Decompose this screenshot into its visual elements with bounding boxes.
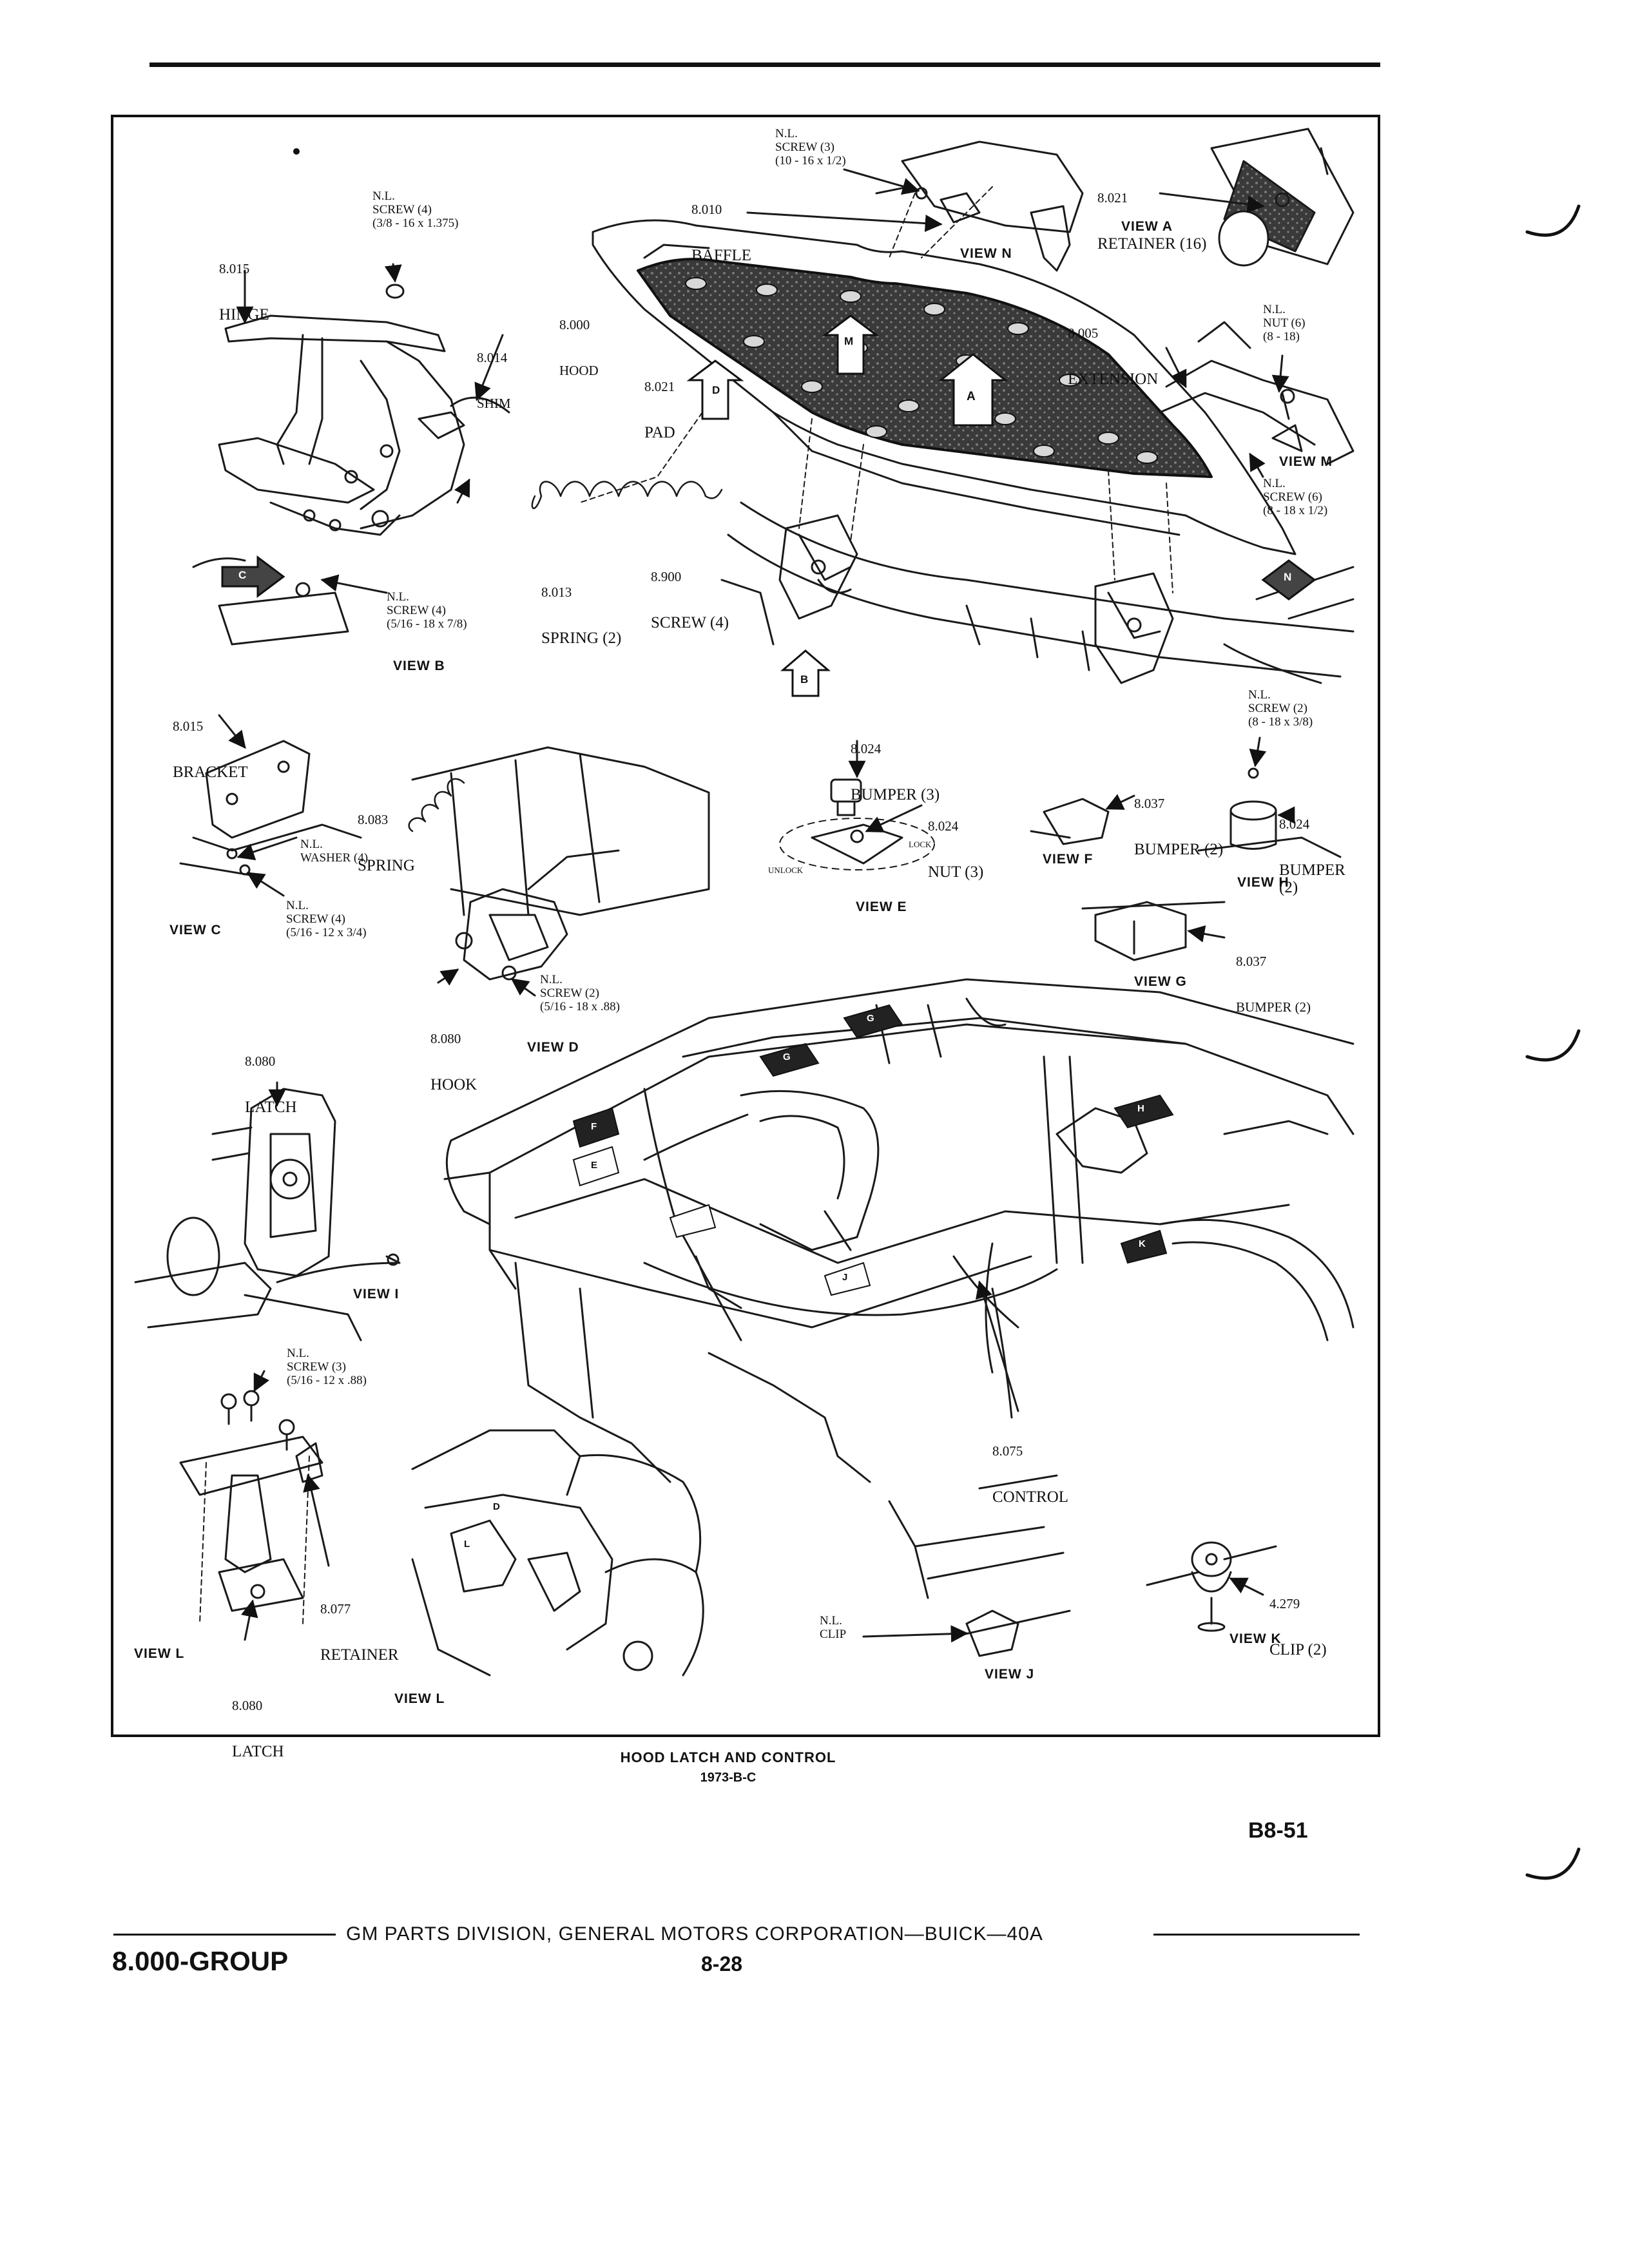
label-control: 8.075 CONTROL bbox=[992, 1443, 1069, 1506]
view-g-drawing bbox=[1081, 901, 1226, 961]
view-label-l-bottom: VIEW L bbox=[394, 1691, 445, 1706]
view-b-drawing bbox=[192, 557, 349, 646]
view-label-m: VIEW M bbox=[1279, 454, 1333, 469]
label-latch-view-l: 8.080 LATCH bbox=[232, 1698, 284, 1761]
footer-page-number: 8-28 bbox=[701, 1952, 743, 1975]
label-pad: 8.021 PAD bbox=[644, 379, 675, 442]
callout-f: F bbox=[591, 1121, 598, 1132]
view-m-drawing bbox=[1159, 321, 1354, 465]
view-f-drawing bbox=[1030, 798, 1110, 845]
nl-screw-view-l: N.L. SCREW (3) (5/16 - 12 x .88) bbox=[287, 1347, 367, 1387]
spring-2-drawing bbox=[531, 481, 723, 510]
unlock-label: UNLOCK bbox=[768, 865, 804, 875]
label-retainer-view-l: 8.077 RETAINER bbox=[320, 1601, 399, 1664]
view-j-drawing bbox=[888, 1474, 1071, 1657]
callout-e: E bbox=[591, 1160, 599, 1171]
callout-m: M bbox=[844, 335, 854, 347]
view-a-drawing bbox=[1210, 128, 1354, 267]
view-i-drawing bbox=[134, 1088, 401, 1341]
view-c-drawing bbox=[179, 740, 362, 878]
view-label-h: VIEW H bbox=[1237, 875, 1289, 890]
label-shim: 8.014 SHIM bbox=[477, 350, 511, 412]
label-bracket: 8.015 BRACKET bbox=[173, 718, 248, 782]
view-label-c: VIEW C bbox=[169, 923, 222, 937]
view-label-d: VIEW D bbox=[527, 1040, 579, 1055]
label-retainer-16: 8.021 RETAINER (16) bbox=[1097, 190, 1207, 253]
callout-l: L bbox=[464, 1539, 471, 1550]
label-bumper-2-view-h: 8.024 BUMPER (2) bbox=[1279, 816, 1345, 897]
view-label-k: VIEW K bbox=[1229, 1631, 1282, 1646]
callout-n: N bbox=[1284, 571, 1293, 583]
view-d-drawing bbox=[408, 746, 710, 981]
figure-caption-subtitle: 1973-B-C bbox=[700, 1771, 757, 1785]
label-bumper-2-view-g: 8.037 BUMPER (2) bbox=[1236, 954, 1311, 1015]
engine-compartment-drawing bbox=[443, 978, 1354, 1483]
callout-j: J bbox=[842, 1272, 849, 1283]
label-clip-2: 4.279 CLIP (2) bbox=[1269, 1596, 1327, 1659]
callout-c: C bbox=[238, 569, 247, 581]
footer-rule-left bbox=[113, 1934, 336, 1936]
nl-screw-baffle: N.L. SCREW (3) (10 - 16 x 1/2) bbox=[775, 127, 846, 168]
view-label-g: VIEW G bbox=[1134, 974, 1187, 989]
figure-caption-title: HOOD LATCH AND CONTROL bbox=[620, 1749, 836, 1765]
view-k-drawing bbox=[1146, 1541, 1277, 1632]
view-h-drawing bbox=[1197, 767, 1342, 858]
diagram-frame bbox=[111, 115, 1380, 1737]
nl-washer-view-c: N.L. WASHER (4) bbox=[300, 838, 369, 865]
label-hood: 8.000 HOOD bbox=[559, 317, 599, 379]
view-label-b: VIEW B bbox=[393, 658, 445, 673]
nl-screw-view-c: N.L. SCREW (4) (5/16 - 12 x 3/4) bbox=[286, 899, 367, 939]
label-spring-2: 8.013 SPRING (2) bbox=[541, 584, 622, 648]
view-label-a: VIEW A bbox=[1121, 219, 1173, 234]
view-label-i: VIEW I bbox=[353, 1287, 400, 1302]
view-e-drawing bbox=[779, 778, 935, 870]
callout-b: B bbox=[800, 673, 809, 686]
callout-g2: G bbox=[783, 1052, 791, 1062]
callout-g1: G bbox=[867, 1013, 875, 1024]
label-baffle: 8.010 BAFFLE bbox=[691, 202, 752, 265]
view-l-left-drawing bbox=[179, 1390, 323, 1624]
label-hook: 8.080 HOOK bbox=[430, 1031, 477, 1094]
nl-screw-hinge: N.L. SCREW (4) (3/8 - 16 x 1.375) bbox=[372, 189, 459, 230]
label-latch-view-i: 8.080 LATCH bbox=[245, 1053, 297, 1117]
label-bumper-3: 8.024 BUMPER (3) bbox=[851, 741, 940, 804]
callout-h: H bbox=[1137, 1103, 1145, 1114]
footer-rule-right bbox=[1153, 1934, 1360, 1936]
label-extension: 8.005 EXTENSION bbox=[1068, 325, 1159, 389]
nl-screw-view-b: N.L. SCREW (4) (5/16 - 18 x 7/8) bbox=[387, 590, 467, 631]
lock-label: LOCK bbox=[909, 840, 932, 849]
label-nut-3: 8.024 NUT (3) bbox=[928, 818, 984, 881]
label-screw-4-hood: 8.900 SCREW (4) bbox=[651, 569, 729, 632]
callout-a: A bbox=[967, 390, 976, 403]
view-label-e: VIEW E bbox=[856, 899, 907, 914]
nl-screw-view-d: N.L. SCREW (2) (5/16 - 18 x .88) bbox=[540, 973, 621, 1014]
nl-screw-view-m: N.L. SCREW (6) (8 - 18 x 1/2) bbox=[1263, 477, 1328, 517]
view-label-f: VIEW F bbox=[1043, 852, 1094, 867]
view-label-n: VIEW N bbox=[960, 246, 1012, 261]
callout-d2: D bbox=[493, 1501, 501, 1512]
hinge-assembly-lower bbox=[720, 501, 1354, 684]
label-spring: 8.083 SPRING bbox=[358, 812, 415, 875]
callout-k: K bbox=[1139, 1238, 1146, 1249]
view-label-j: VIEW J bbox=[985, 1667, 1035, 1682]
top-rule bbox=[149, 62, 1380, 67]
label-bumper-2-view-f: 8.037 BUMPER (2) bbox=[1134, 796, 1224, 859]
page-code: B8-51 bbox=[1248, 1818, 1308, 1843]
nl-nut-view-m: N.L. NUT (6) (8 - 18) bbox=[1263, 303, 1306, 343]
footer-division: GM PARTS DIVISION, GENERAL MOTORS CORPOR… bbox=[346, 1923, 1043, 1945]
nl-screw-view-h: N.L. SCREW (2) (8 - 18 x 3/8) bbox=[1248, 688, 1313, 729]
hinge-drawing bbox=[218, 284, 510, 536]
nl-clip-view-j: N.L. CLIP bbox=[820, 1614, 847, 1641]
callout-d: D bbox=[712, 384, 721, 396]
footer-group: 8.000-GROUP bbox=[112, 1946, 289, 1976]
view-l-bottom-drawing bbox=[411, 1429, 704, 1677]
view-label-l-left: VIEW L bbox=[134, 1646, 185, 1661]
label-hinge: 8.015 HINGE bbox=[219, 261, 269, 324]
